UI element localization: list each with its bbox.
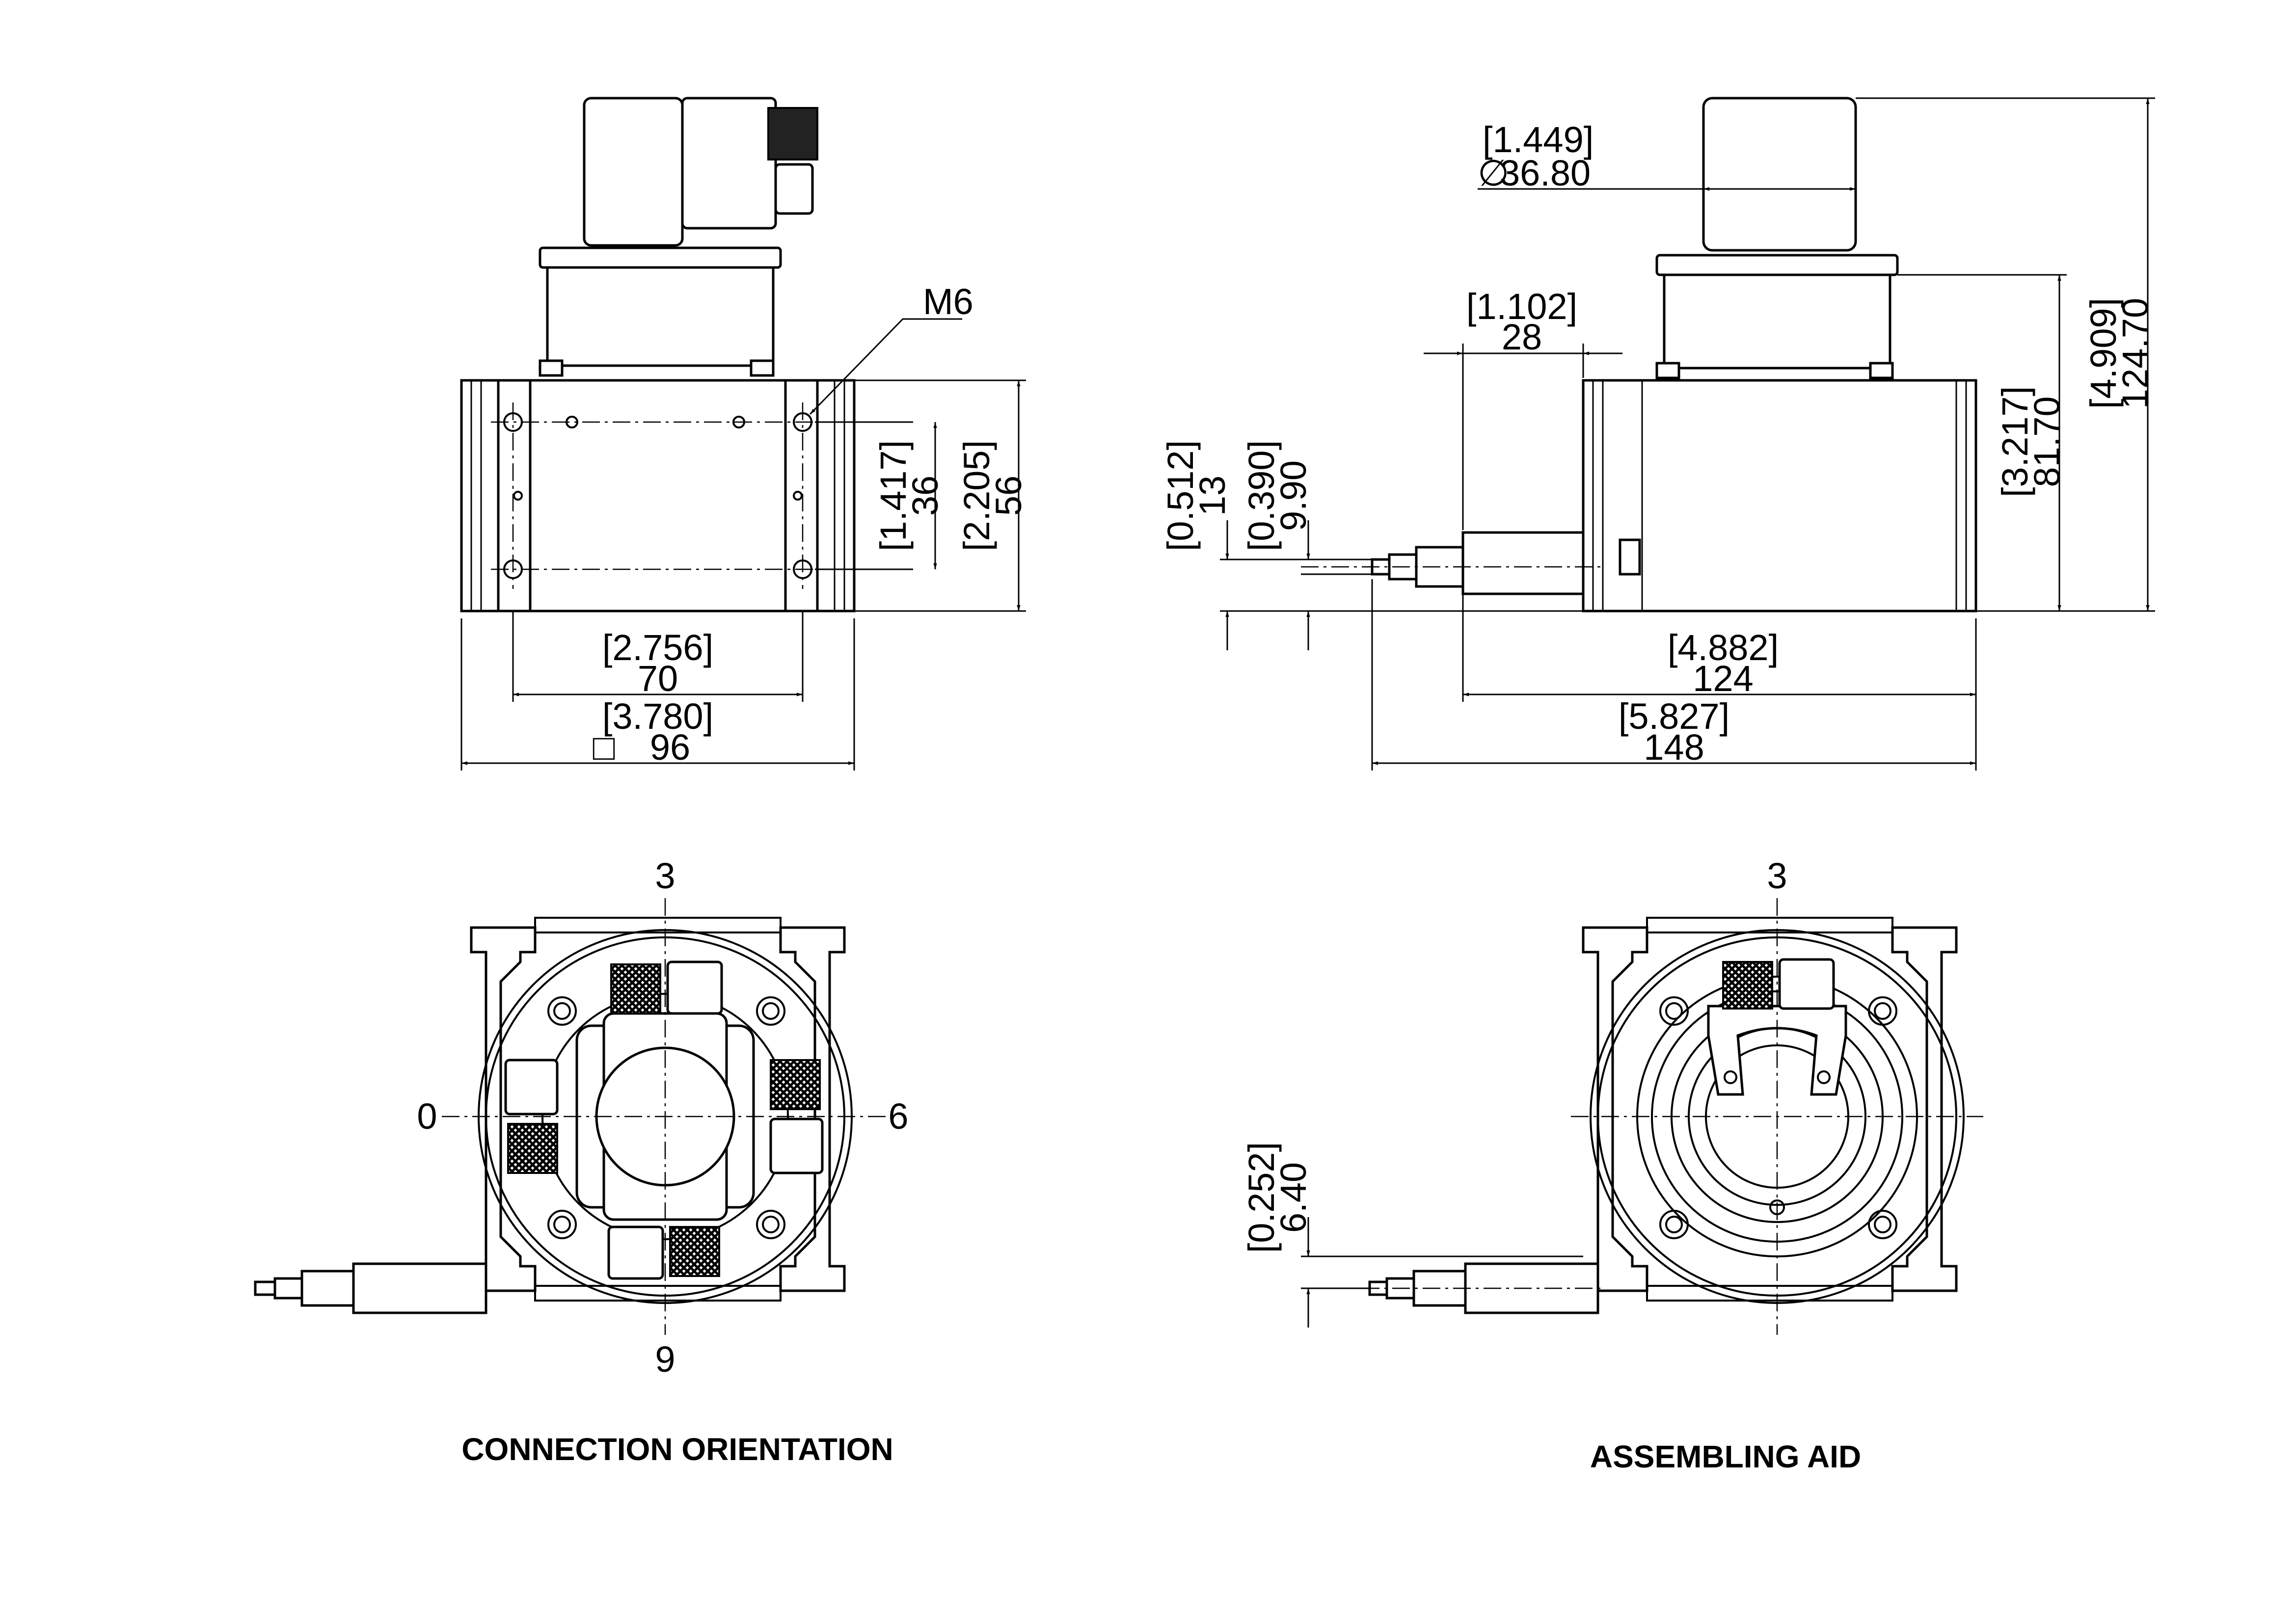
position-label-top: 3 [655, 855, 675, 896]
dim-hole-spacing-h-mm: 70 [638, 658, 678, 699]
front-view: M6 [1.417] 36 [2.205] 56 [2.756] 70 [3.7… [460, 97, 1029, 771]
front-connector-knurl [767, 107, 818, 160]
connector-top-knurl [610, 963, 661, 1014]
dim-overall-length-mm: 148 [1644, 727, 1704, 768]
position-label-bottom: 9 [655, 1339, 675, 1380]
dim-base-height-mm: 81.70 [2026, 396, 2067, 487]
dim-cable-height-b-mm: 9.90 [1273, 460, 1314, 531]
dim-assembly-cable-height-mm: 6.40 [1273, 1162, 1314, 1233]
dim-width-inch: [3.780] [602, 696, 713, 737]
dim-hole-spacing-v-inch: [1.417] [873, 440, 914, 551]
dim-cable-height-b-inch: [0.390] [1241, 440, 1282, 551]
dim-overall-length-inch: [5.827] [1619, 696, 1729, 737]
dim-overall-height-inch: [4.909] [2083, 298, 2124, 409]
dim-assembly-cable-height-inch: [0.252] [1241, 1142, 1282, 1253]
connector-right-knurl [770, 1059, 821, 1110]
dim-width-mm: 96 [650, 727, 690, 768]
side-cable-outlet [1461, 531, 1585, 595]
connector-left-knurl [507, 1123, 558, 1174]
position-label-right: 6 [888, 1096, 908, 1137]
connection-view: 3 0 6 9 CONNECTION ORIENTATION [254, 855, 909, 1467]
dim-height-mm: 56 [988, 476, 1029, 516]
assembly-view: 3 [0.252] 6.40 ASSEMBLING AID [1241, 855, 1983, 1474]
side-cap [1702, 97, 1857, 252]
assembly-bracket [1707, 1005, 1847, 1096]
square-symbol: □ [593, 727, 615, 768]
thread-label: M6 [923, 281, 973, 322]
dim-body-length-inch: [4.882] [1668, 627, 1779, 668]
connection-caption: CONNECTION ORIENTATION [461, 1432, 893, 1467]
assembly-position-label-top: 3 [1767, 855, 1787, 896]
dim-base-height-inch: [3.217] [1995, 386, 2035, 497]
dim-hole-spacing-h-inch: [2.756] [602, 627, 713, 668]
position-label-left: 0 [417, 1096, 437, 1137]
front-connector-housing [583, 97, 684, 247]
dim-cable-offset-mm: 28 [1502, 317, 1542, 357]
dim-body-length-mm: 124 [1693, 658, 1753, 699]
side-view: [1.449] ∅ 36.80 [1.102] 28 [0.512] 13 [0… [1160, 97, 2156, 771]
dim-hole-spacing-v-mm: 36 [905, 476, 945, 516]
dim-cap-diameter-inch: [1.449] [1483, 119, 1594, 160]
assembly-connector-knurl [1722, 961, 1773, 1010]
dim-height-inch: [2.205] [956, 440, 997, 551]
connection-cable [352, 1262, 487, 1314]
connector-bottom-knurl [669, 1226, 720, 1277]
side-main-body [1582, 379, 1977, 612]
dim-cable-height-a-mm: 13 [1192, 476, 1233, 516]
dim-cable-height-a-inch: [0.512] [1160, 440, 1201, 551]
assembly-caption: ASSEMBLING AID [1590, 1439, 1861, 1474]
dim-overall-height-mm: 124.70 [2115, 298, 2156, 409]
diameter-symbol: ∅ [1478, 153, 1509, 193]
dim-cable-offset-inch: [1.102] [1466, 286, 1577, 327]
dim-cap-diameter-mm: 36.80 [1500, 153, 1591, 193]
